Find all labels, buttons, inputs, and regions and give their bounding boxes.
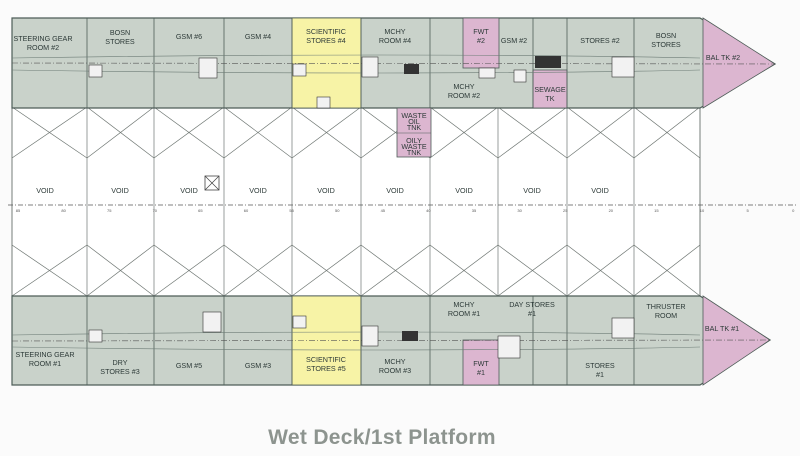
label-gsm-4: GSM #4 (245, 32, 271, 41)
frame-number: 55 (289, 208, 294, 213)
frame-number: 60 (244, 208, 249, 213)
port-equipment (402, 331, 418, 341)
frame-number: 85 (16, 208, 21, 213)
frame-number: 25 (563, 208, 568, 213)
frame-number: 10 (700, 208, 705, 213)
frame-number: 75 (107, 208, 112, 213)
label-stores-2: STORES #2 (580, 36, 619, 45)
bal-tk-2 (702, 17, 776, 109)
void-label: VOID (386, 186, 404, 195)
port-waterline-lower (11, 346, 701, 351)
label-day-stores-1: DAY STORES#1 (509, 300, 555, 318)
frame-number: 15 (654, 208, 659, 213)
port-centerline (11, 339, 771, 342)
label-fwt-1: FWT#1 (473, 359, 489, 377)
void-grid: VOID VOID VOID VOID VOID VOID VOID VOID VOID 85 8… (8, 106, 798, 297)
frame-number: 65 (198, 208, 203, 213)
frame-number: 35 (472, 208, 477, 213)
page-title: Wet Deck/1st Platform (268, 426, 496, 449)
frame-number: 30 (517, 208, 522, 213)
starboard-bulkheads (86, 18, 635, 108)
starboard-waterline (11, 54, 701, 59)
void-label: VOID (111, 186, 129, 195)
label-gsm-3: GSM #3 (245, 361, 271, 370)
void-label: VOID (180, 186, 198, 195)
label-gsm-6: GSM #6 (176, 32, 202, 41)
label-gsm-2: GSM #2 (501, 36, 527, 45)
frame-number: 80 (61, 208, 66, 213)
starboard-centerline (11, 62, 776, 65)
void-label: VOID (317, 186, 335, 195)
label-stores-1: STORES#1 (585, 361, 615, 379)
starboard-equipment (404, 56, 561, 74)
frame-number: 20 (609, 208, 614, 213)
sewage-tank (532, 69, 568, 109)
frame-number: 5 (746, 208, 749, 213)
box-symbol (204, 175, 220, 191)
void-label: VOID (523, 186, 541, 195)
fwt-2 (462, 17, 500, 69)
starboard-fixtures (88, 56, 635, 109)
frame-number: 0 (792, 208, 795, 213)
label-gsm-5: GSM #5 (176, 361, 202, 370)
frame-number: 70 (153, 208, 158, 213)
frame-number: 40 (426, 208, 431, 213)
void-label: VOID (591, 186, 609, 195)
void-label: VOID (249, 186, 267, 195)
void-label: VOID (36, 186, 54, 195)
frame-number: 50 (335, 208, 340, 213)
label-bal-tk-1: BAL TK #1 (705, 324, 739, 333)
frame-number: 45 (381, 208, 386, 213)
void-label: VOID (455, 186, 473, 195)
label-fwt-2: FWT#2 (473, 27, 489, 45)
bal-tk-1 (702, 295, 771, 386)
fwt-1 (462, 339, 500, 386)
port-fixtures (88, 311, 635, 359)
label-bal-tk-2: BAL TK #2 (706, 53, 740, 62)
